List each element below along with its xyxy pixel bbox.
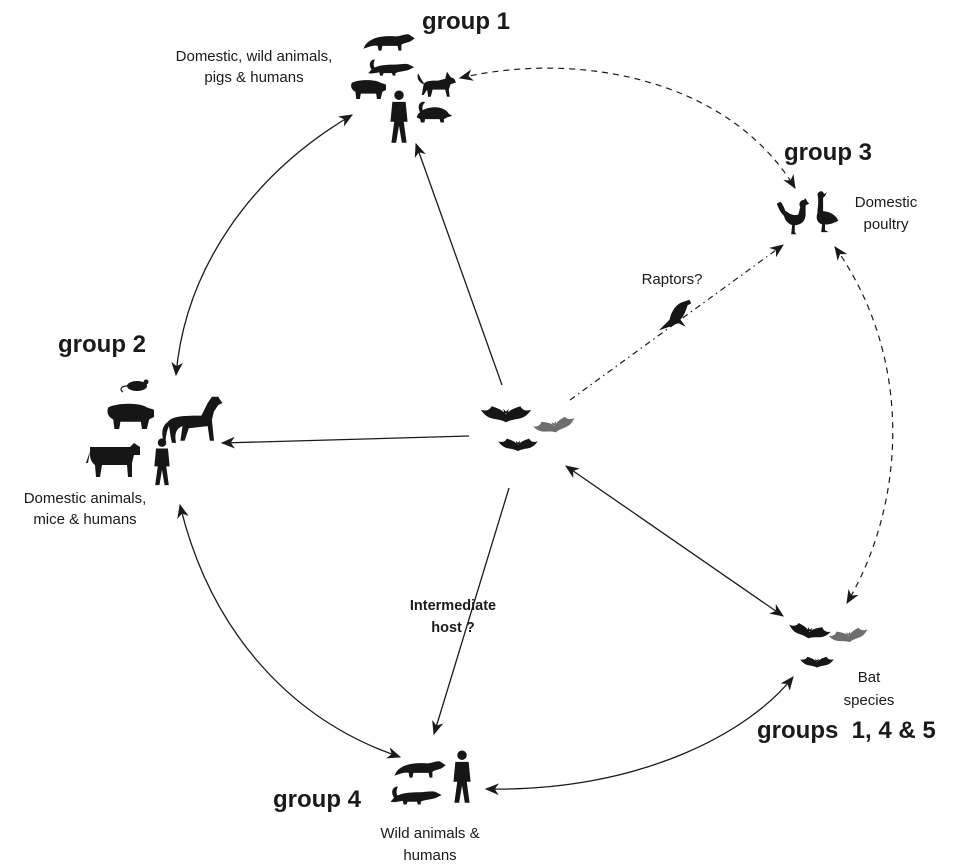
group-1-title: group 1 — [422, 8, 510, 35]
group-2-desc-line1: Domestic animals, — [24, 490, 147, 507]
group-3-desc-line1: Domestic — [855, 194, 918, 211]
fox-icon — [363, 34, 415, 51]
arrow-group1-group3 — [458, 67, 796, 189]
raptors-label: Raptors? — [642, 271, 703, 288]
arrow-group2-group4 — [177, 503, 402, 759]
group-4-title: group 4 — [273, 786, 362, 813]
group-2-title: group 2 — [58, 331, 146, 358]
arrow-center-bats — [565, 465, 784, 617]
arrow-center-group2 — [220, 435, 470, 449]
intermediate-host-line2: host ? — [431, 620, 475, 636]
pig-icon — [107, 403, 154, 429]
group-1-desc-line2: pigs & humans — [204, 69, 303, 86]
group-4-desc-line2: humans — [403, 847, 456, 864]
group-4-desc-line1: Wild animals & — [380, 825, 479, 842]
pig-icon — [351, 80, 386, 99]
group-3-desc-line2: poultry — [863, 216, 909, 233]
bat-icon — [532, 414, 577, 437]
fox-icon — [394, 761, 446, 778]
civet-icon — [390, 786, 442, 805]
group-1-node: group 1 Domestic, wild animals, pigs & h… — [176, 8, 510, 143]
group-4-node: group 4 Wild animals & humans — [273, 750, 480, 864]
group-1-desc-line1: Domestic, wild animals, — [176, 48, 333, 65]
cow-icon — [86, 443, 140, 477]
dog-icon — [417, 71, 456, 97]
arrow-center-group1 — [414, 142, 503, 386]
goose-icon — [816, 191, 839, 233]
group-3-node: group 3 Domestic poultry — [776, 139, 918, 235]
arrow-group1-group2 — [171, 114, 354, 377]
bat-icon — [787, 621, 832, 643]
bat-species-node: Bat species groups 1, 4 & 5 — [757, 621, 936, 744]
bat-species-desc-line2: species — [844, 692, 895, 709]
bat-icon — [800, 656, 834, 668]
rooster-icon — [776, 198, 810, 235]
civet-icon — [368, 59, 415, 76]
group-2-node: group 2 Domestic animals, mice & humans — [24, 331, 223, 528]
arrow-center-group4 — [432, 487, 510, 736]
group-2-desc-line2: mice & humans — [33, 511, 136, 528]
human-icon — [453, 750, 471, 803]
bat-species-desc-line1: Bat — [858, 669, 881, 686]
arrow-center-group3 — [569, 244, 784, 401]
human-icon — [390, 90, 408, 143]
intermediate-host-line1: Intermediate — [410, 598, 496, 614]
intermediate-host-label: Intermediate host ? — [410, 598, 496, 636]
center-bats — [480, 406, 577, 452]
horse-icon — [162, 396, 223, 443]
group-3-title: group 3 — [784, 139, 872, 166]
arrow-group4-bats — [484, 676, 794, 796]
bat-icon — [498, 438, 538, 452]
bat-species-title: groups 1, 4 & 5 — [757, 717, 936, 744]
raptors-node: Raptors? — [642, 271, 703, 331]
mouse-icon — [120, 378, 150, 393]
bat-icon — [828, 626, 870, 646]
human-icon — [154, 438, 170, 486]
badger-icon — [416, 101, 453, 123]
bat-icon — [480, 406, 532, 423]
arrow-group3-bats — [834, 246, 894, 605]
